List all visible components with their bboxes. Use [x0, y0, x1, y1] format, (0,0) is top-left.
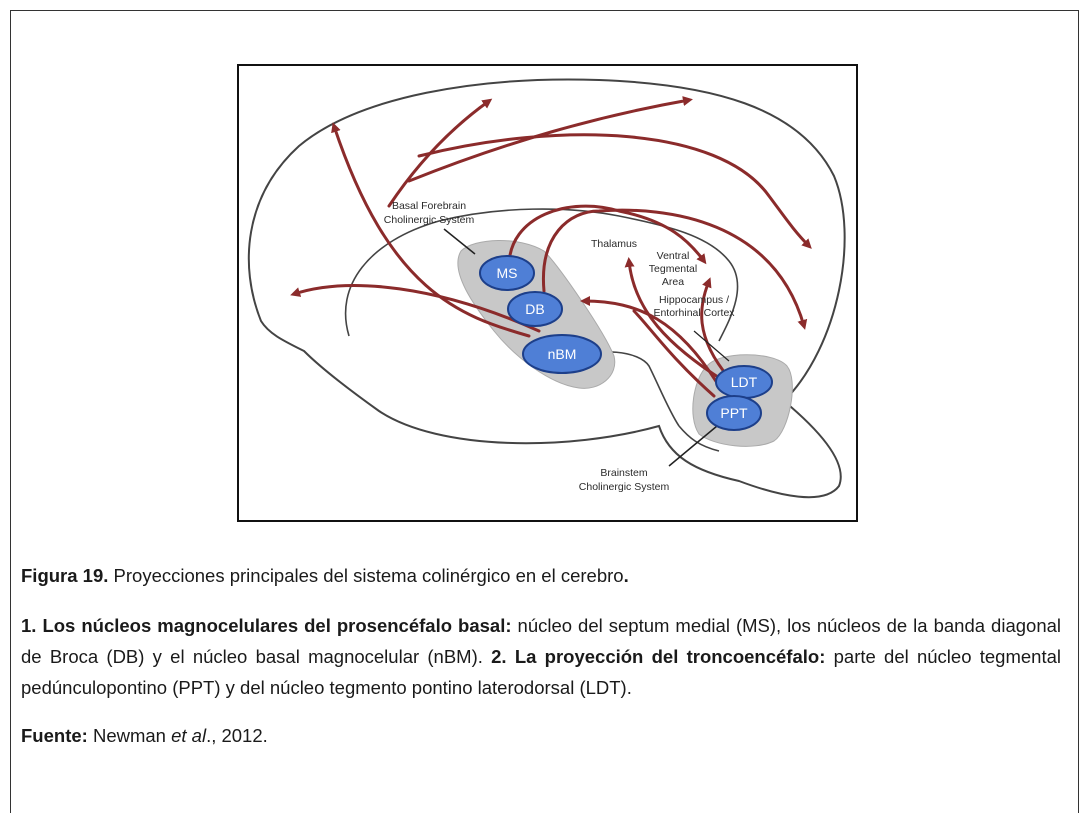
arrow-to-db: [580, 296, 721, 388]
arrow-to-anterior: [290, 284, 541, 333]
description-point-2-text: parte del núcleo tegmental pedúnculopont…: [21, 646, 1061, 698]
figure-caption: Figura 19. Proyecciones principales del …: [21, 560, 1061, 591]
arrow-to-parietal: [407, 96, 693, 183]
label-basal-forebrain-2: Cholinergic System: [384, 214, 475, 226]
arrow-to-upper-frontal: [387, 98, 493, 208]
node-db-label: DB: [525, 301, 544, 317]
figure-description: 1. Los núcleos magnocelulares del prosen…: [21, 610, 1061, 703]
source-etal: et al: [171, 725, 207, 746]
label-brainstem-1: Brainstem: [600, 467, 648, 479]
leader-basal-forebrain: [443, 228, 476, 255]
arrow-to-occipital: [417, 133, 812, 249]
brain-outline: [247, 78, 846, 499]
caption-text: Proyecciones principales del sistema col…: [108, 565, 624, 586]
label-basal-forebrain-1: Basal Forebrain: [392, 200, 466, 212]
source-author: Newman: [87, 725, 172, 746]
node-ldt-label: LDT: [731, 374, 758, 390]
brainstem-contour: [678, 425, 720, 452]
node-nbm-label: nBM: [548, 346, 577, 362]
description-point-2-heading: 2. La proyección del troncoencéfalo:: [491, 646, 826, 667]
label-hippocampus-2: Entorhinal Cortex: [653, 307, 735, 319]
description-point-1-heading: 1. Los núcleos magnocelulares del prosen…: [21, 615, 512, 636]
cholinergic-diagram: MS DB nBM LDT PPT Basal Forebrain Cholin…: [247, 78, 846, 499]
node-ldt: LDT: [715, 365, 773, 399]
label-vta-3: Area: [662, 276, 684, 288]
label-brainstem-2: Cholinergic System: [579, 481, 670, 493]
description-point-1-text: núcleo del septum medial (MS), los núcle…: [21, 615, 1062, 667]
node-db: DB: [507, 291, 563, 327]
arrow-to-vta: [700, 277, 731, 380]
node-ppt: PPT: [706, 395, 762, 431]
label-hippocampus-1: Hippocampus /: [659, 294, 729, 306]
node-ppt-label: PPT: [720, 405, 748, 421]
node-ms: MS: [479, 255, 535, 291]
leader-hippocampus: [693, 330, 730, 362]
node-ms-label: MS: [497, 265, 518, 281]
arrow-db-loop: [541, 208, 808, 330]
label-thalamus: Thalamus: [591, 238, 637, 250]
figure-source: Fuente: Newman et al., 2012.: [21, 720, 1061, 751]
source-year: ., 2012.: [206, 725, 268, 746]
label-vta-2: Tegmental: [649, 263, 697, 275]
figure-label: Figura 19.: [21, 565, 109, 586]
figure-box: MS DB nBM LDT PPT Basal Forebrain Cholin…: [237, 64, 858, 522]
page-frame: [10, 10, 1079, 813]
source-label: Fuente:: [21, 725, 88, 746]
leader-brainstem: [668, 425, 718, 467]
arrow-brainstem-up: [632, 309, 716, 398]
label-vta-1: Ventral: [657, 250, 690, 262]
caption-period: .: [623, 565, 629, 586]
arrow-to-frontal: [331, 122, 531, 338]
node-nbm: nBM: [522, 334, 602, 374]
